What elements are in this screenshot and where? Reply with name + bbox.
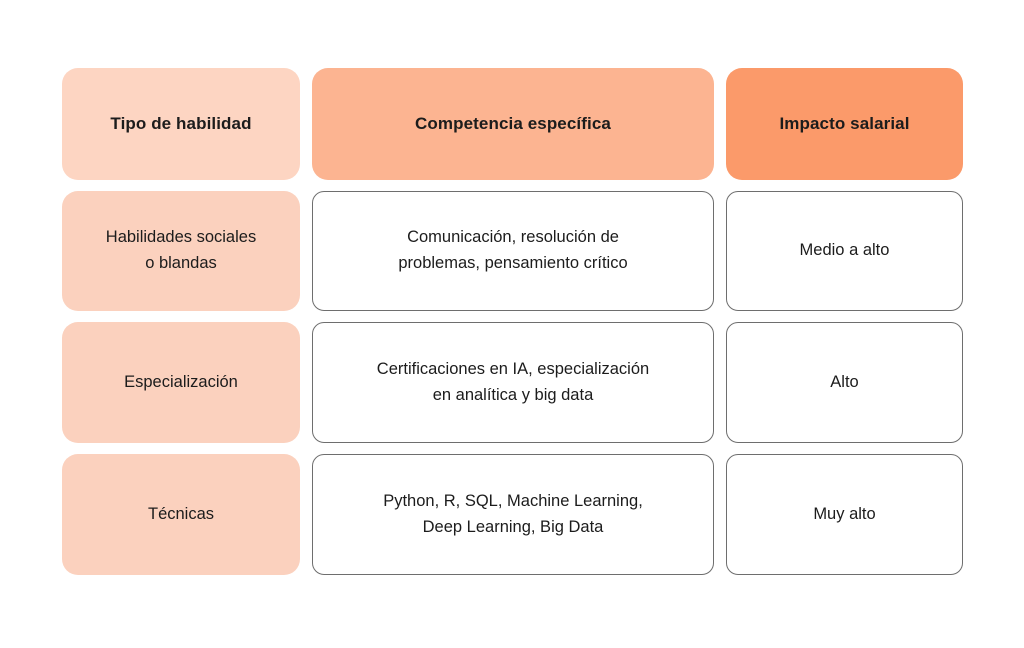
cell-impacto-tecnicas: Muy alto [726, 454, 963, 575]
cell-competencia-habilidades-sociales: Comunicación, resolución de problemas, p… [312, 191, 714, 311]
header-impacto-salarial: Impacto salarial [726, 68, 963, 180]
header-tipo-de-habilidad: Tipo de habilidad [62, 68, 300, 180]
row-label-tecnicas: Técnicas [62, 454, 300, 575]
row-label-habilidades-sociales: Habilidades sociales o blandas [62, 191, 300, 311]
row-label-especializacion: Especialización [62, 322, 300, 443]
cell-impacto-habilidades-sociales: Medio a alto [726, 191, 963, 311]
cell-impacto-especializacion: Alto [726, 322, 963, 443]
cell-competencia-tecnicas: Python, R, SQL, Machine Learning, Deep L… [312, 454, 714, 575]
header-competencia-especifica: Competencia específica [312, 68, 714, 180]
skills-table: Tipo de habilidad Competencia específica… [62, 68, 963, 575]
cell-competencia-especializacion: Certificaciones en IA, especialización e… [312, 322, 714, 443]
